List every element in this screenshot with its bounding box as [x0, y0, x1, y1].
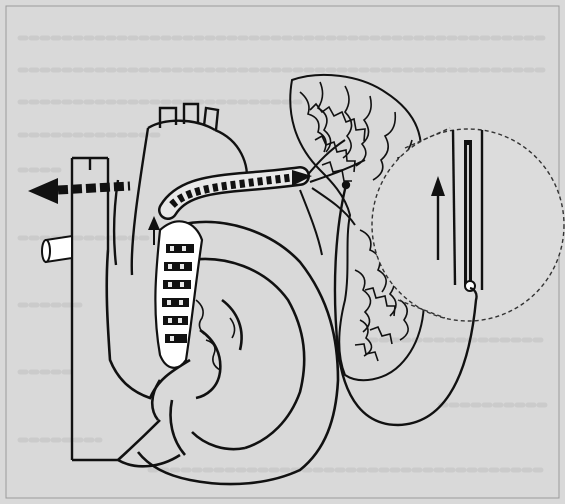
magnified-inset-circle — [372, 128, 564, 321]
side-vessel — [42, 236, 72, 262]
